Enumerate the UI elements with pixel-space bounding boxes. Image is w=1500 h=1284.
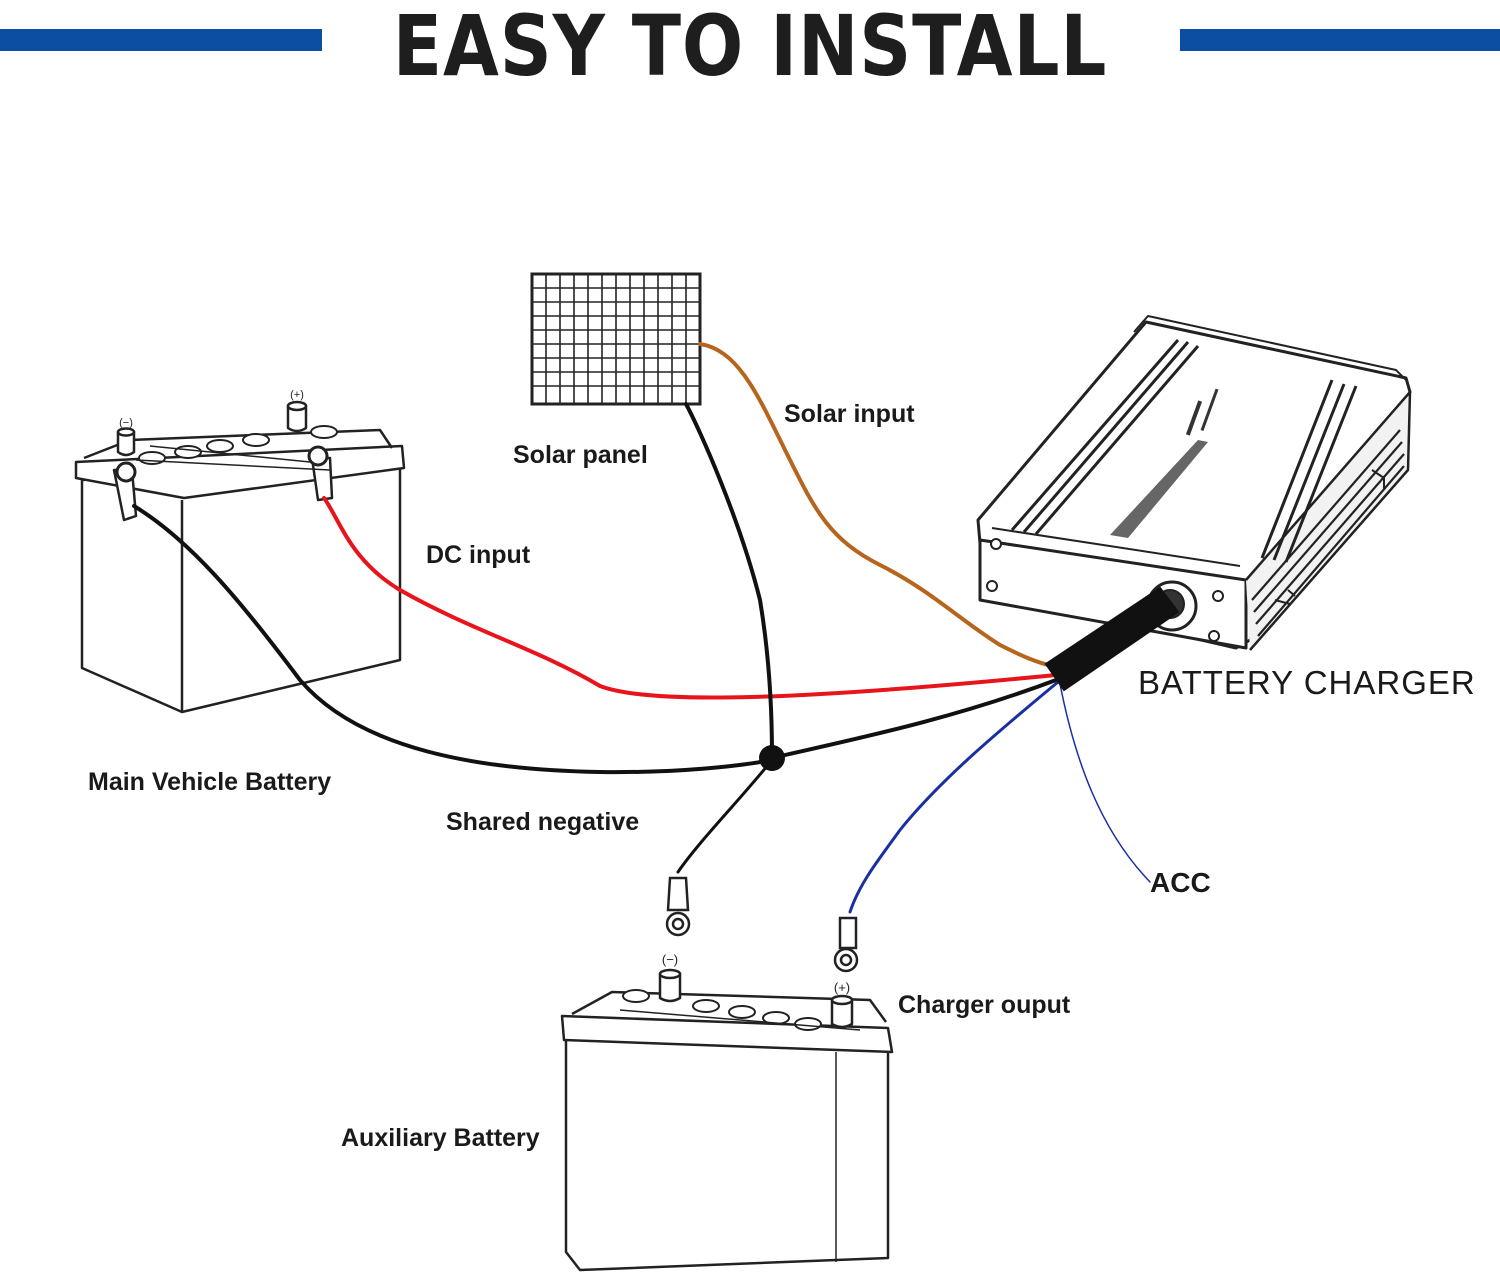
acc-label: ACC <box>1150 867 1211 898</box>
auxiliary-battery-icon <box>560 968 894 1272</box>
shared-negative-wire <box>770 678 1058 760</box>
aux-negative-wire <box>676 758 774 874</box>
auxiliary-battery-label: Auxiliary Battery <box>341 1124 540 1152</box>
header-bar-right <box>1180 29 1500 51</box>
solar-input-wire <box>698 342 1054 668</box>
main-vehicle-battery-label: Main Vehicle Battery <box>88 768 332 796</box>
positive-ring-terminal <box>833 916 859 973</box>
aux-battery-positive-mark: (+) <box>834 980 850 995</box>
charger-cable <box>1044 586 1180 692</box>
solar-negative-wire <box>684 402 774 758</box>
charger-output-label: Charger ouput <box>898 991 1071 1019</box>
header-bar-left <box>0 29 322 51</box>
dc-input-wire <box>322 496 1058 700</box>
solar-input-label: Solar input <box>784 400 915 428</box>
acc-wire <box>1059 683 1151 883</box>
page-title: EASY TO INSTALL <box>392 0 1108 95</box>
dc-input-label: DC input <box>426 541 531 569</box>
wires <box>132 342 1151 914</box>
main-battery-positive-mark: (+) <box>290 389 304 401</box>
main-negative-wire <box>132 504 774 775</box>
main-battery-negative-mark: (−) <box>119 417 133 429</box>
battery-charger-label: BATTERY CHARGER <box>1138 664 1476 701</box>
battery-charger-icon <box>976 315 1412 651</box>
shared-negative-label: Shared negative <box>446 808 640 836</box>
negative-ring-terminal <box>665 876 691 937</box>
aux-battery-negative-mark: (−) <box>662 952 678 967</box>
shared-negative-junction <box>759 745 785 771</box>
charger-output-wire <box>848 680 1060 914</box>
solar-panel-label: Solar panel <box>513 441 648 469</box>
main-battery-icon <box>74 400 406 714</box>
solar-panel-icon <box>530 272 702 406</box>
